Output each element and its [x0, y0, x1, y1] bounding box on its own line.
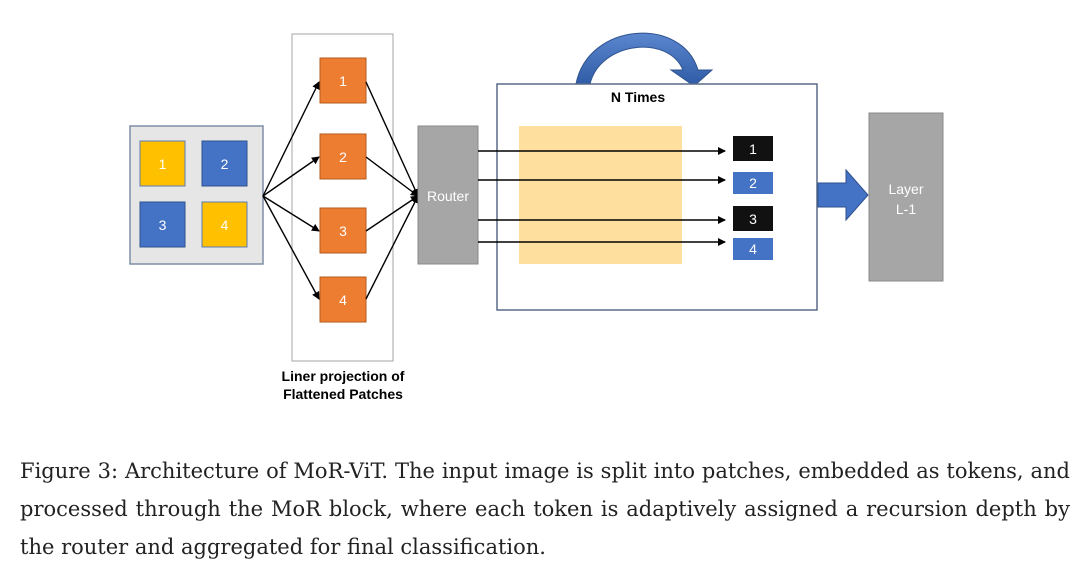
projected-patch-2	[319, 133, 367, 180]
input-image: 1 2 3 4	[129, 125, 264, 265]
layer-label-line2: L-1	[896, 201, 916, 217]
input-patch-1	[139, 140, 186, 187]
mor-block-label: N Times	[611, 89, 665, 105]
projected-patch-1-label: 1	[339, 73, 347, 89]
output-tokens: 1 2 3 4	[733, 136, 773, 260]
projection-frame	[291, 33, 394, 362]
input-patch-2	[201, 140, 248, 187]
output-token-2	[733, 172, 773, 194]
architecture-diagram: 1 2 3 4 1 2 3 4 Liner projection of Flat…	[129, 32, 944, 402]
projected-patch-3	[319, 207, 367, 254]
output-token-2-label: 2	[749, 175, 757, 191]
projection-label-line2: Flattened Patches	[283, 386, 403, 402]
input-patch-1-label: 1	[159, 156, 167, 172]
input-patch-3-label: 3	[159, 217, 167, 233]
projected-patch-2-label: 2	[339, 149, 347, 165]
input-patch-3	[139, 201, 186, 248]
projected-patch-3-label: 3	[339, 223, 347, 239]
projected-patch-4	[319, 276, 367, 323]
projected-patch-1	[319, 57, 367, 104]
input-patch-4	[201, 201, 248, 248]
output-token-1	[733, 136, 773, 161]
figure-caption: Figure 3: Architecture of MoR-ViT. The i…	[20, 459, 1070, 559]
block-arrow-icon	[817, 168, 869, 222]
projection-label-line1: Liner projection of	[282, 368, 405, 384]
input-patch-4-label: 4	[221, 217, 229, 233]
projected-patch-4-label: 4	[339, 292, 347, 308]
router-block	[417, 125, 479, 265]
output-token-3-label: 3	[749, 211, 757, 227]
output-token-3	[733, 206, 773, 231]
projection-to-router-arrows	[365, 81, 419, 300]
output-token-4-label: 4	[749, 241, 757, 257]
projected-patches: 1 2 3 4	[319, 57, 367, 323]
input-patch-2-label: 2	[221, 156, 229, 172]
layer-block	[868, 112, 944, 282]
router-label: Router	[427, 188, 469, 204]
layer-label-line1: Layer	[888, 181, 923, 197]
input-to-projection-arrows	[262, 81, 320, 300]
recursion-area	[519, 126, 682, 264]
router-to-token-arrows	[478, 147, 726, 246]
output-token-4	[733, 238, 773, 260]
recursion-arrow-icon	[575, 32, 714, 87]
output-token-1-label: 1	[749, 141, 757, 157]
